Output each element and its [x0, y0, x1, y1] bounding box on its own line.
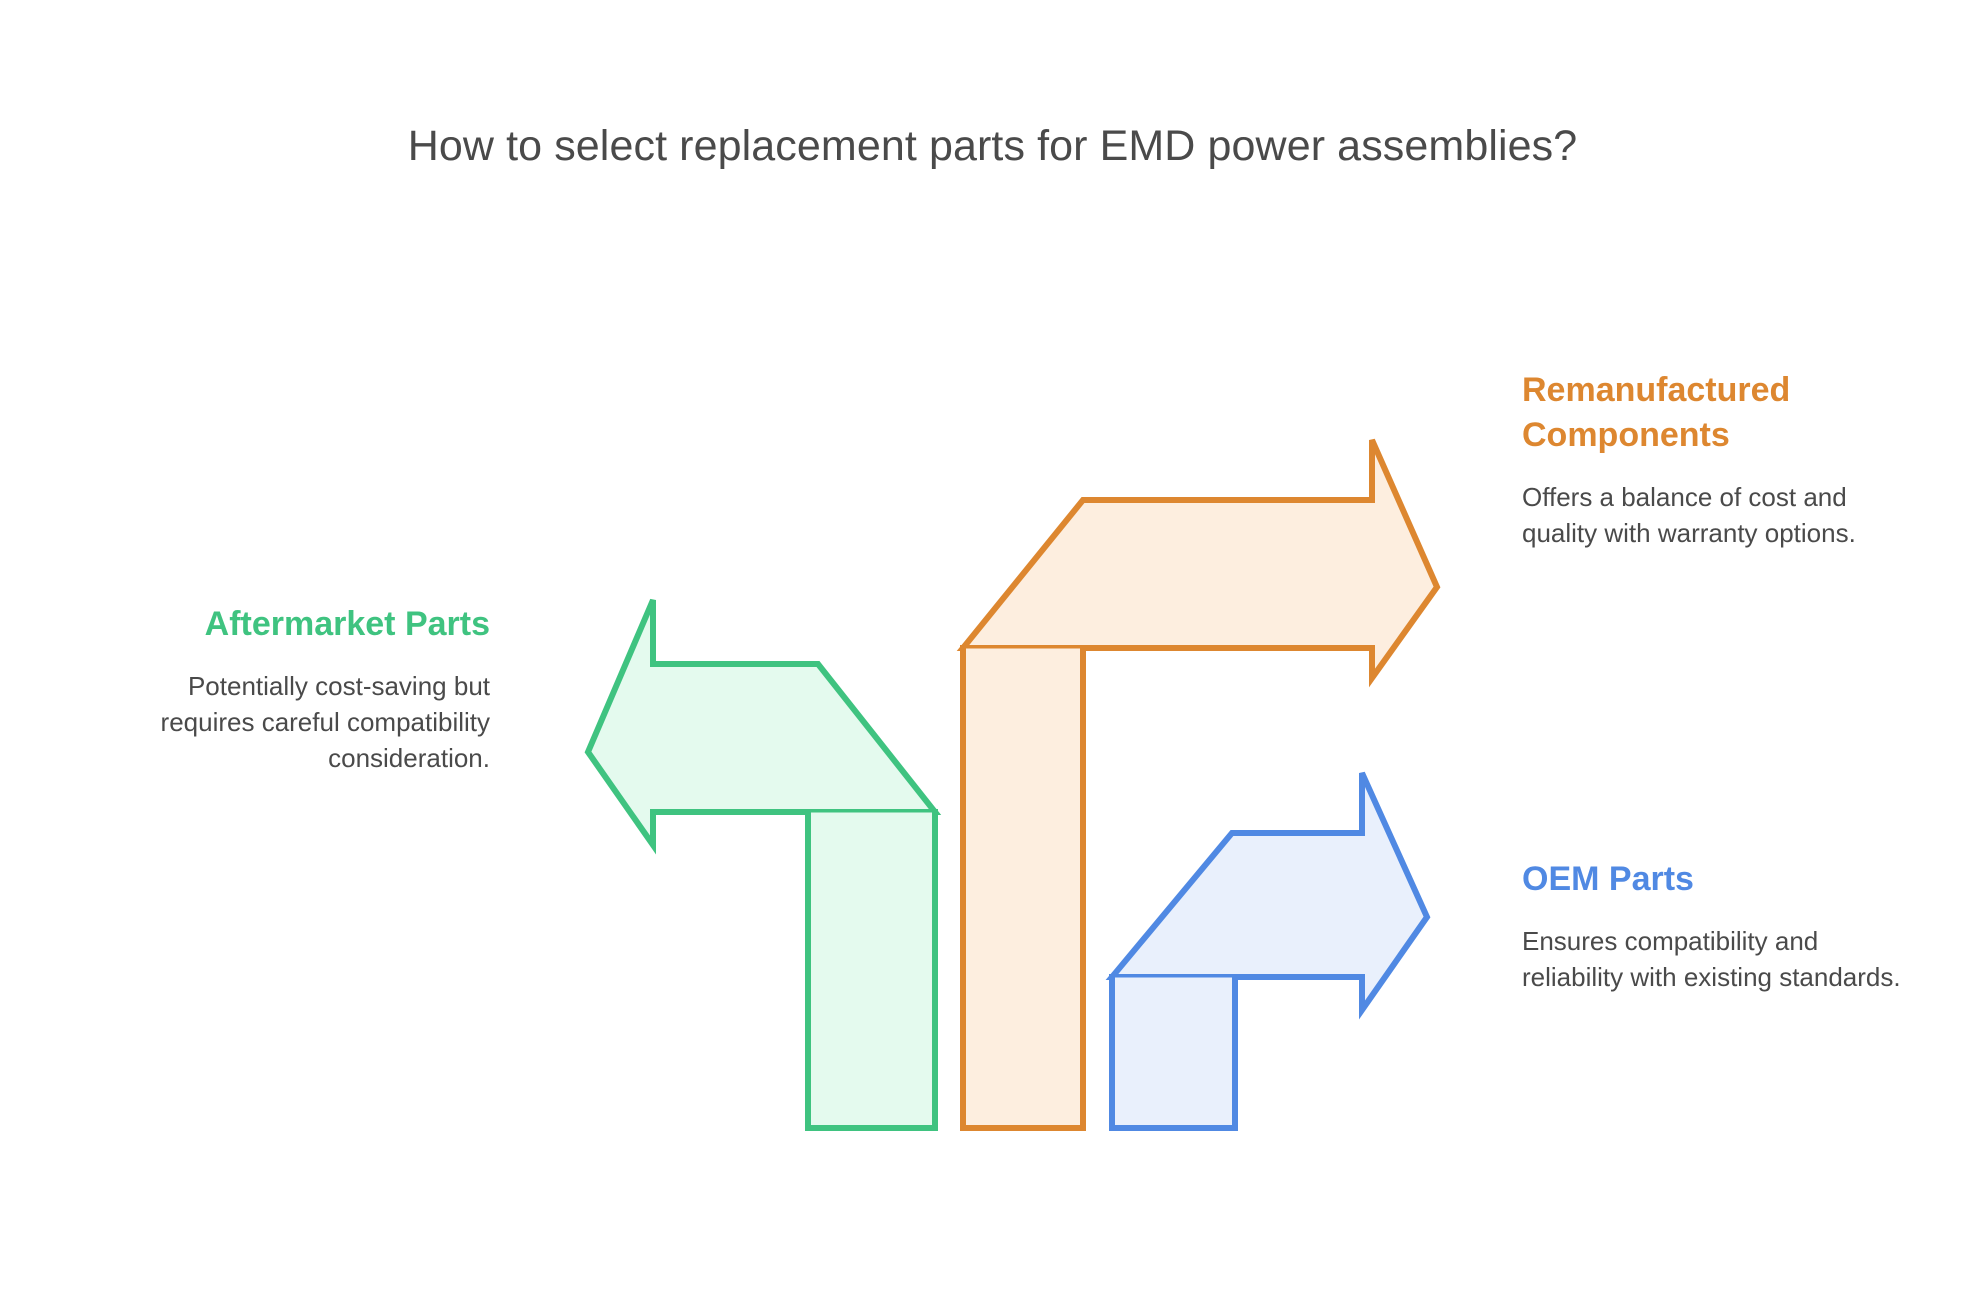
- callout-oem-heading: OEM Parts: [1522, 860, 1694, 898]
- callout-remanufactured-heading: Remanufactured Components: [1522, 371, 1791, 455]
- callout-remanufactured-body: Offers a balance of cost and quality wit…: [1522, 482, 1856, 549]
- callout-oem-body: Ensures compatibility and reliability wi…: [1522, 926, 1901, 993]
- callout-oem: OEM Parts Ensures compatibility and reli…: [1522, 857, 1922, 996]
- arrow-aftermarket-head: [584, 598, 942, 855]
- arrow-remanufactured-head: [956, 438, 1441, 688]
- arrow-remanufactured-column: [960, 645, 1086, 1131]
- arrow-remanufactured: [956, 438, 1441, 1131]
- page-title: How to select replacement parts for EMD …: [407, 122, 1578, 170]
- callout-remanufactured: Remanufactured Components Offers a balan…: [1522, 368, 1922, 552]
- arrow-aftermarket: [584, 598, 942, 1131]
- arrow-oem-head: [1105, 771, 1431, 1020]
- arrow-aftermarket-column: [805, 809, 938, 1131]
- arrow-oem: [1105, 771, 1431, 1131]
- callout-aftermarket-heading: Aftermarket Parts: [204, 605, 490, 643]
- callout-aftermarket-body: Potentially cost-saving but requires car…: [160, 671, 490, 773]
- callout-aftermarket: Aftermarket Parts Potentially cost-savin…: [110, 602, 490, 777]
- arrow-oem-column: [1109, 974, 1238, 1131]
